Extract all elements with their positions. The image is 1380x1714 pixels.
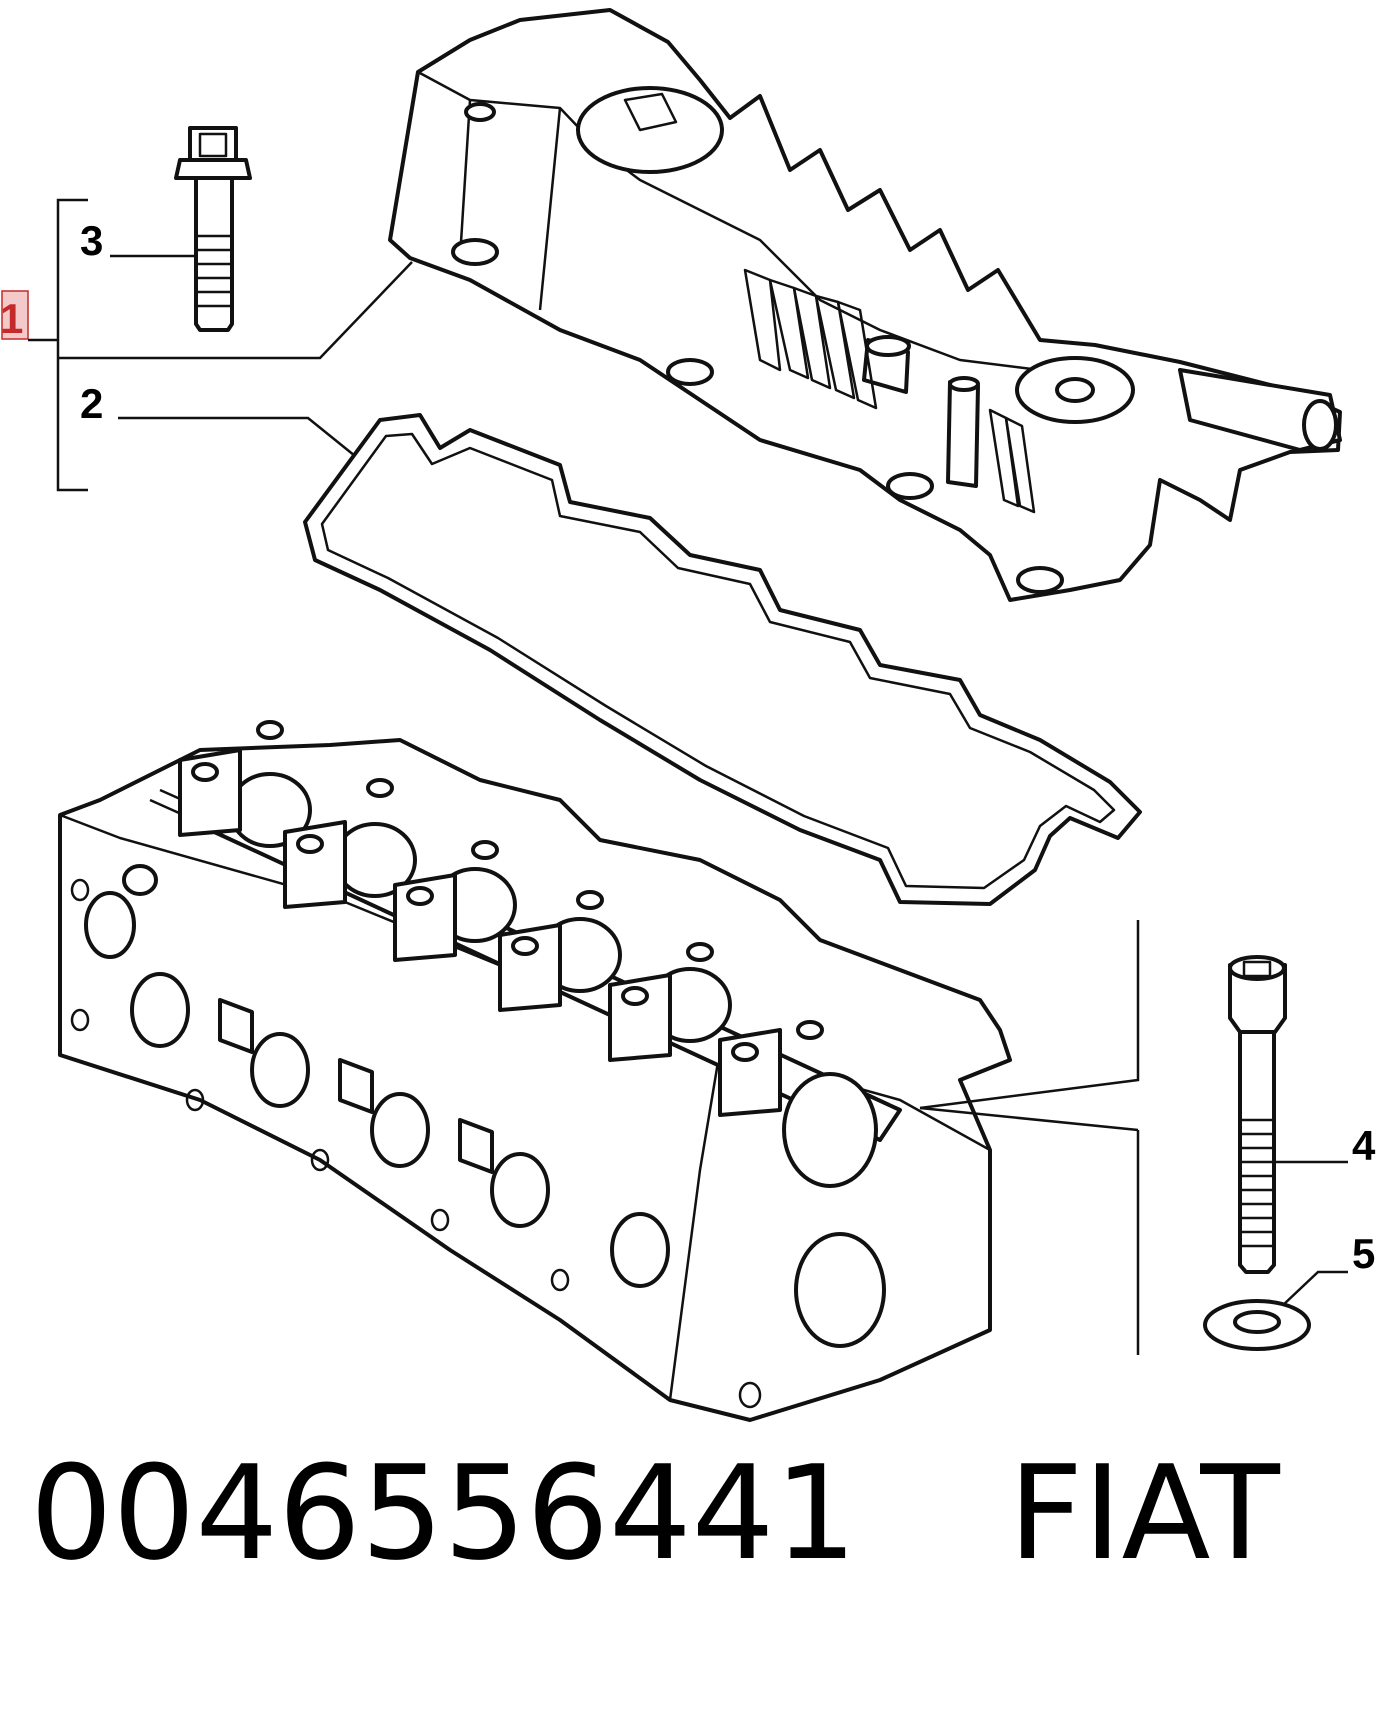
callout-2-label: 2: [80, 380, 103, 427]
cylinder-head-bolt: [1228, 955, 1287, 1274]
callout-1-highlight-box: [1, 290, 29, 340]
part-caption: 0046556441 FIAT: [30, 1448, 1280, 1578]
callout-5-label: 5: [1352, 1230, 1375, 1277]
callout-3[interactable]: 3: [80, 217, 103, 264]
callout-1-label: 1: [0, 295, 23, 342]
callout-2[interactable]: 2: [80, 380, 103, 427]
brand-name: FIAT: [1008, 1437, 1280, 1589]
head-bolt-bracket: [919, 920, 1140, 1355]
callout-5-leader: [1281, 1270, 1348, 1307]
callout-4-label: 4: [1352, 1122, 1376, 1169]
washer: [1203, 1299, 1311, 1351]
head-bolt-holes: [70, 864, 762, 1409]
callout-1[interactable]: 1: [0, 290, 29, 342]
part-number: 0046556441: [30, 1437, 858, 1589]
head-ports: [84, 891, 886, 1348]
callout-3-label: 3: [80, 217, 103, 264]
cap-nuts: [191, 720, 824, 1062]
callout-5[interactable]: 5: [1352, 1230, 1375, 1277]
valve-cover-gasket: [303, 413, 1142, 906]
callout-2-leader: [118, 416, 361, 461]
cylinder-head: [58, 720, 1012, 1422]
callout-4[interactable]: 4: [1352, 1122, 1376, 1169]
valve-cover: [388, 8, 1342, 602]
group-bracket: [28, 198, 413, 492]
cover-bolt: [174, 126, 252, 332]
